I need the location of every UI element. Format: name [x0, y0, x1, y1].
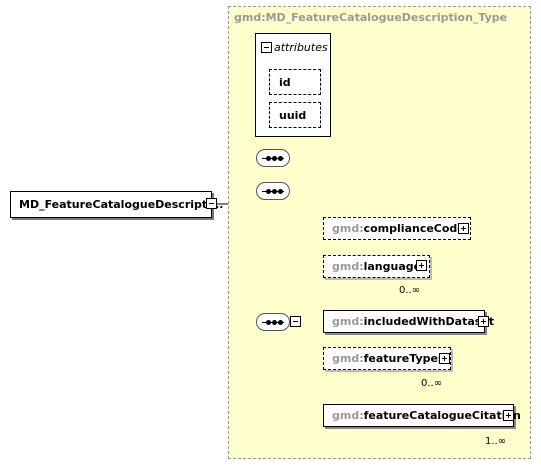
- feature-catalogue-citation-expand-icon[interactable]: [503, 410, 514, 421]
- complex-type-title: gmd:MD_FeatureCatalogueDescription_Type: [234, 11, 508, 24]
- sequence-compositor-3[interactable]: [256, 313, 290, 331]
- sequence-compositor-2[interactable]: [256, 182, 290, 200]
- sequence-collapse-icon[interactable]: [290, 316, 301, 327]
- language-multiplicity: 0..∞: [399, 285, 421, 296]
- compliance-code-expand-icon[interactable]: [458, 223, 469, 234]
- root-collapse-icon[interactable]: [206, 198, 217, 209]
- feature-catalogue-citation-multiplicity: 1..∞: [485, 436, 507, 447]
- language-expand-icon[interactable]: [416, 260, 427, 271]
- element-language[interactable]: gmd:language: [323, 255, 430, 278]
- element-feature-catalogue-citation[interactable]: gmd:featureCatalogueCitation: [323, 404, 521, 427]
- feature-types-multiplicity: 0..∞: [421, 378, 443, 389]
- element-feature-types[interactable]: gmd:featureTypes: [323, 347, 451, 370]
- attributes-title: attributes: [274, 41, 328, 54]
- element-included-with-dataset[interactable]: gmd:includedWithDataset: [323, 310, 494, 333]
- feature-types-expand-icon[interactable]: [439, 353, 450, 364]
- included-with-dataset-expand-icon[interactable]: [478, 316, 489, 327]
- root-element[interactable]: MD_FeatureCatalogueDescripti...: [10, 191, 223, 218]
- attribute-uuid[interactable]: uuid: [269, 102, 321, 128]
- element-compliance-code[interactable]: gmd:complianceCode: [323, 217, 471, 240]
- sequence-compositor-1[interactable]: [256, 149, 290, 167]
- root-element-label: MD_FeatureCatalogueDescripti...: [19, 198, 224, 211]
- attributes-collapse-icon[interactable]: [261, 42, 272, 53]
- attribute-id[interactable]: id: [269, 69, 321, 95]
